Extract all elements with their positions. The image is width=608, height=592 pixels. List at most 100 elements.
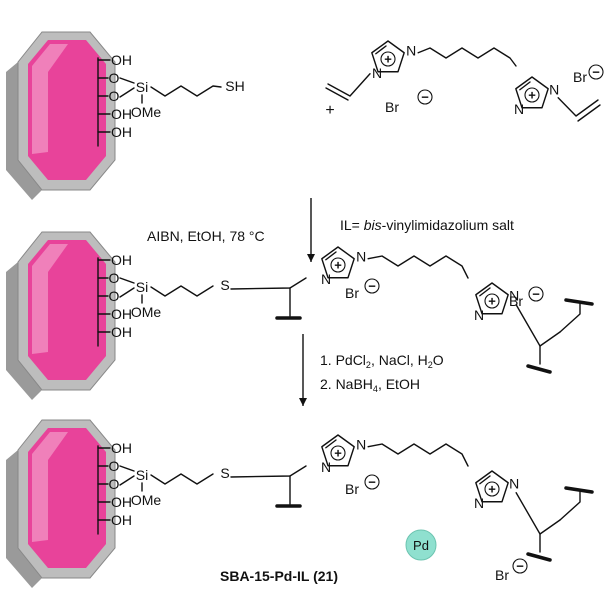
atom-labels: OHOHOHOOSiOMeSH++NNBr−+NNBr−OHOHOHOOSiOM… (109, 43, 604, 583)
polymer-bracket-2b (526, 364, 552, 374)
ome-label-2: OMe (131, 304, 162, 320)
o-si-bond (119, 87, 135, 98)
imidazolium-charge-b-sign: + (528, 88, 536, 103)
br-3a-charge-sign: − (368, 475, 376, 490)
step2-l2sub: 4 (372, 384, 378, 394)
n-label-a2: N (406, 43, 416, 59)
il-prefix: IL= (340, 217, 364, 233)
imidazolium-ring-a (371, 40, 405, 73)
o-label-3-1: O (109, 476, 120, 492)
imidazolium-ring-2a (321, 246, 355, 279)
polymer-bracket-2c (564, 298, 594, 306)
bromide-a-charge-circle (417, 89, 433, 105)
arrow-step2-head (299, 398, 307, 406)
o-si-bond (119, 77, 135, 84)
imidazolium-charge-2a-sign: + (334, 258, 342, 273)
imidazolium-charge-a-circle (380, 51, 396, 67)
reaction-arrows (299, 198, 315, 406)
si-label-1: Si (136, 79, 148, 95)
pd-nanoparticle (405, 529, 437, 561)
o-si-bond (119, 287, 135, 298)
ring-double-bond (519, 81, 531, 91)
particle-side-1 (6, 62, 42, 200)
propyl-chain-2 (150, 285, 214, 297)
pendant-3 (515, 492, 561, 535)
pendant-2 (515, 304, 561, 347)
n-2a2: N (356, 249, 366, 265)
imidazolium-charge-3a-circle (330, 445, 346, 461)
si-label-2: Si (136, 279, 148, 295)
imidazolium-charge-b-circle (524, 87, 540, 103)
br-2b-charge-sign: − (532, 287, 540, 302)
particle-side-2 (6, 262, 42, 400)
imidazolium-charge-a-sign: + (384, 52, 392, 67)
step2-l1c: O (432, 352, 444, 368)
o-si-bond (119, 465, 135, 472)
pendant-up-2 (559, 301, 581, 333)
particle-highlight-1 (32, 44, 68, 154)
oh-label-3-0: OH (111, 440, 132, 456)
il-suffix: -vinylimidazolium salt (381, 217, 514, 233)
imidazolium-ring-3a (321, 434, 355, 467)
o-si-bond (119, 277, 135, 284)
oh-label-2-2: OH (111, 324, 132, 340)
n-3a1: N (321, 459, 331, 475)
polymer-bracket-3b (526, 552, 552, 562)
butyl-linker (417, 47, 517, 67)
arrow-step1-head (307, 254, 315, 262)
n-label-b2: N (549, 82, 559, 98)
thioether-2 (230, 277, 307, 290)
step2-l1a: 1. PdCl (320, 352, 366, 368)
n-3b2: N (509, 476, 519, 492)
bromide-b-charge-sign: − (592, 65, 600, 80)
n-3b1: N (474, 495, 484, 511)
plus-sign: + (325, 102, 334, 119)
n-3a2: N (356, 437, 366, 453)
butyl-3 (367, 443, 469, 467)
ring-double-bond (325, 251, 337, 261)
step1-conditions: AIBN, EtOH, 78 °C (147, 228, 265, 244)
thioether-3 (230, 465, 307, 478)
step2-conditions: 1. PdCl2, NaCl, H2O 2. NaBH4, EtOH (320, 351, 444, 399)
br-3b: Br (495, 567, 509, 583)
propyl-chain-1 (150, 85, 222, 97)
imidazolium-charge-3b-sign: + (488, 482, 496, 497)
ome-label-1: OMe (131, 104, 162, 120)
o-label-1-0: O (109, 70, 120, 86)
imidazolium-ring-3b (475, 470, 509, 503)
oh-label-1-2: OH (111, 124, 132, 140)
step2-line2: 2. NaBH4, EtOH (320, 375, 444, 399)
o-label-3-0: O (109, 458, 120, 474)
particle-highlight-2 (32, 244, 68, 354)
oh-label-1-0: OH (111, 52, 132, 68)
bromide-a: Br (385, 99, 399, 115)
product-label: SBA-15-Pd-IL (21) (220, 568, 338, 584)
ring-double-bond (479, 287, 491, 297)
il-italic: bis (363, 217, 382, 233)
oh-label-2-1: OH (111, 306, 132, 322)
n-label-b1: N (514, 101, 524, 117)
br-2b-charge-circle (528, 286, 544, 302)
br-2a: Br (345, 285, 359, 301)
bromide-b: Br (573, 69, 587, 85)
s-label-2: S (220, 277, 229, 293)
imidazolium-ring-b (515, 76, 549, 109)
bond-lines (97, 40, 601, 562)
pendant-up-3 (559, 489, 581, 521)
o-label-2-1: O (109, 288, 120, 304)
pd-label: Pd (413, 538, 429, 553)
ionic-liquid-label: IL= bis-vinylimidazolium salt (340, 218, 514, 233)
step2-l2a: 2. NaBH (320, 376, 373, 392)
o-label-2-0: O (109, 270, 120, 286)
br-2a-charge-circle (364, 278, 380, 294)
step2-l1sub: 2 (365, 360, 371, 370)
imidazolium-charge-2a-circle (330, 257, 346, 273)
step2-l2b: , EtOH (377, 376, 420, 392)
thiol-label: SH (225, 78, 244, 94)
sba15-particles (6, 31, 116, 588)
oh-label-1-1: OH (111, 106, 132, 122)
vinyl-a (327, 73, 371, 97)
oh-label-3-2: OH (111, 512, 132, 528)
vinyl-a-double (325, 87, 349, 101)
br-3b-charge-circle (512, 558, 528, 574)
